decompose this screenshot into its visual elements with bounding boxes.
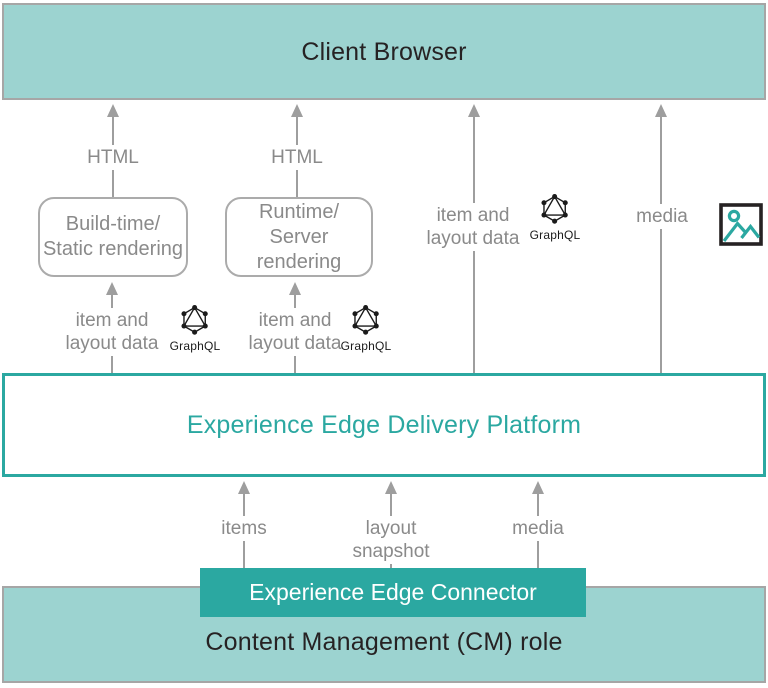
build-time-static-rendering-box: Build-time/ Static rendering: [38, 197, 188, 277]
arrow-up-icon: [106, 282, 118, 295]
label-html-left: HTML: [81, 145, 145, 170]
delivery-platform-box: Experience Edge Delivery Platform: [2, 373, 766, 477]
box-line: Runtime/: [258, 200, 340, 223]
arrow-shaft: [660, 115, 662, 373]
client-browser-label: Client Browser: [301, 38, 467, 66]
graphql-logo-top: GraphQL: [530, 194, 581, 242]
graphql-label: GraphQL: [169, 339, 221, 353]
arrow-up-icon: [532, 481, 544, 494]
box-line: Build-time/: [65, 213, 161, 235]
arrow-edge-to-browser-media: [655, 104, 667, 373]
graphql-icon: [352, 305, 380, 335]
label-line: layout data: [426, 228, 520, 249]
arrow-up-icon: [107, 104, 119, 117]
edge-connector-label: Experience Edge Connector: [249, 579, 537, 605]
label-line: layout data: [248, 333, 342, 354]
cm-role-label: Content Management (CM) role: [205, 628, 563, 656]
graphql-logo-right: GraphQL: [341, 305, 392, 353]
label-line: snapshot: [352, 541, 430, 562]
arrow-up-icon: [238, 481, 250, 494]
arrow-up-icon: [468, 104, 480, 117]
label-line: item and: [436, 205, 510, 226]
graphql-label: GraphQL: [340, 339, 392, 353]
label-line: item and: [75, 310, 149, 331]
label-item-layout-right: item and layout data: [242, 308, 348, 356]
label-html-right: HTML: [265, 145, 329, 170]
media-image-icon: [719, 203, 763, 251]
graphql-icon: [541, 194, 569, 224]
label-line: layout: [365, 518, 417, 539]
label-line: layout data: [65, 333, 159, 354]
arrow-up-icon: [385, 481, 397, 494]
label-item-layout-top: item and layout data: [420, 203, 526, 251]
label-media-bottom: media: [506, 516, 570, 541]
label-line: item and: [258, 310, 332, 331]
arrow-up-icon: [289, 282, 301, 295]
client-browser-bar: Client Browser: [2, 3, 766, 100]
label-media-top: media: [630, 204, 694, 229]
edge-connector-box: Experience Edge Connector: [200, 568, 586, 617]
runtime-server-rendering-box: Runtime/ Server rendering: [225, 197, 373, 277]
label-items: items: [215, 516, 273, 541]
arrow-up-icon: [655, 104, 667, 117]
label-item-layout-left: item and layout data: [59, 308, 165, 356]
box-line: Static rendering: [42, 238, 184, 260]
graphql-icon: [181, 305, 209, 335]
label-layout-snapshot: layout snapshot: [346, 516, 436, 564]
arrow-up-icon: [291, 104, 303, 117]
box-line: Server rendering: [256, 225, 342, 273]
delivery-platform-label: Experience Edge Delivery Platform: [186, 410, 582, 439]
graphql-logo-left: GraphQL: [170, 305, 221, 353]
graphql-label: GraphQL: [529, 228, 581, 242]
